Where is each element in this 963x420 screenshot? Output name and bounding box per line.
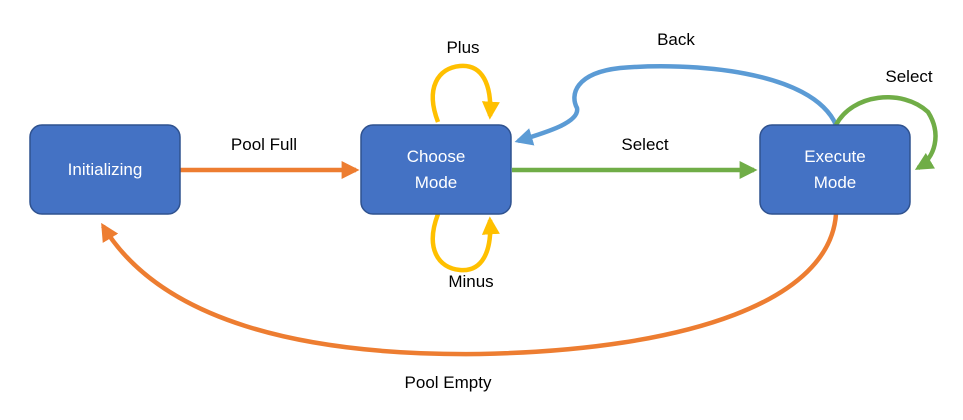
node-choose-mode-line2: Mode: [415, 173, 458, 192]
label-select-forward: Select: [621, 135, 669, 154]
edge-plus: [430, 63, 500, 123]
label-minus: Minus: [448, 272, 493, 291]
edge-pool-empty: [101, 213, 839, 357]
node-initializing: Initializing: [29, 124, 181, 215]
node-choose-mode-line1: Choose: [407, 147, 466, 166]
node-execute-mode: Execute Mode: [759, 124, 911, 215]
label-pool-empty: Pool Empty: [405, 373, 492, 392]
label-back: Back: [657, 30, 695, 49]
edge-select-self: [834, 95, 938, 170]
label-pool-full: Pool Full: [231, 135, 297, 154]
label-plus: Plus: [446, 38, 479, 57]
node-choose-mode: Choose Mode: [360, 124, 512, 215]
node-execute-mode-line1: Execute: [804, 147, 865, 166]
edge-back: [514, 64, 839, 146]
label-select-self: Select: [885, 67, 933, 86]
node-initializing-label: Initializing: [68, 160, 143, 179]
node-execute-mode-line2: Mode: [814, 173, 857, 192]
edge-minus: [430, 213, 500, 273]
